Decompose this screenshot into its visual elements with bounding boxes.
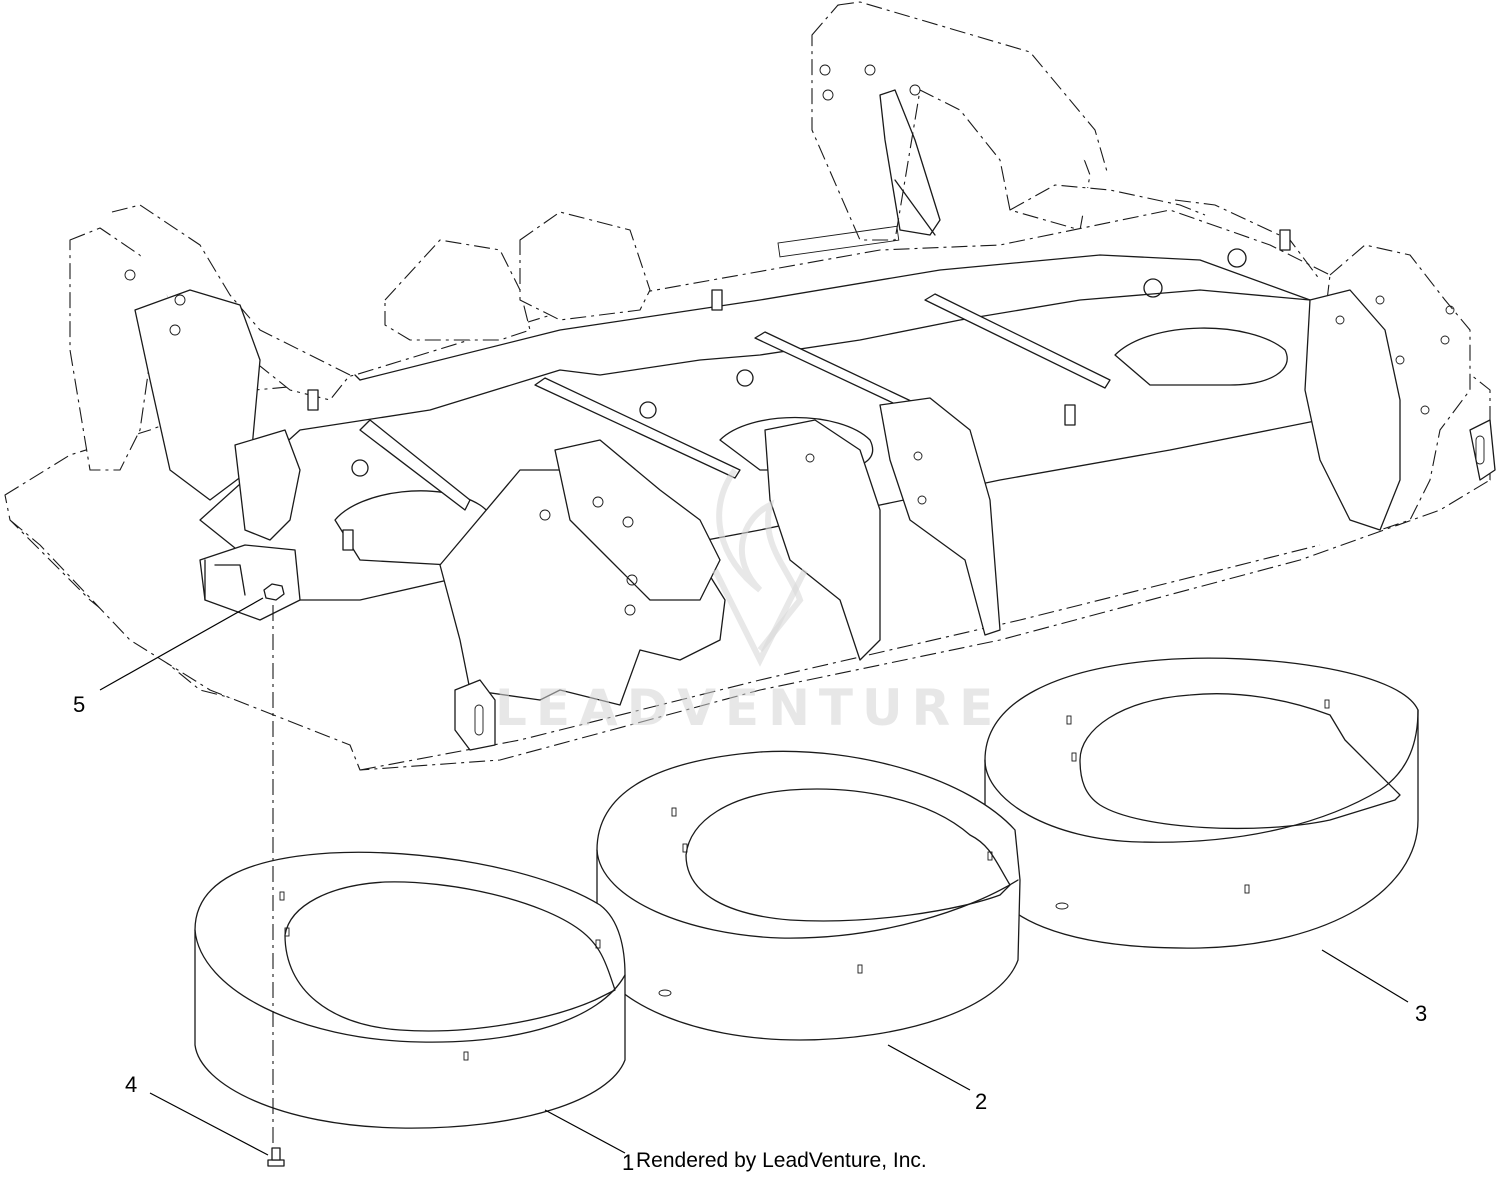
mower-deck-frame [4, 1, 1496, 771]
blade-housing-1 [194, 851, 626, 1129]
blade-housing-2 [596, 750, 1021, 1041]
callout-leaders [99, 597, 1409, 1156]
callout-4: 4 [125, 1072, 137, 1097]
callout-3: 3 [1415, 1001, 1427, 1026]
callout-5: 5 [73, 692, 85, 717]
watermark-text: LEADVENTURE [495, 679, 1002, 737]
callout-2: 2 [975, 1089, 987, 1114]
bolt-item-4 [267, 1147, 285, 1167]
leadventure-watermark: LEADVENTURE [495, 468, 1002, 737]
blade-housing-3 [984, 657, 1419, 949]
callout-1: 1 [622, 1150, 634, 1175]
render-credit: Rendered by LeadVenture, Inc. [636, 1149, 927, 1172]
